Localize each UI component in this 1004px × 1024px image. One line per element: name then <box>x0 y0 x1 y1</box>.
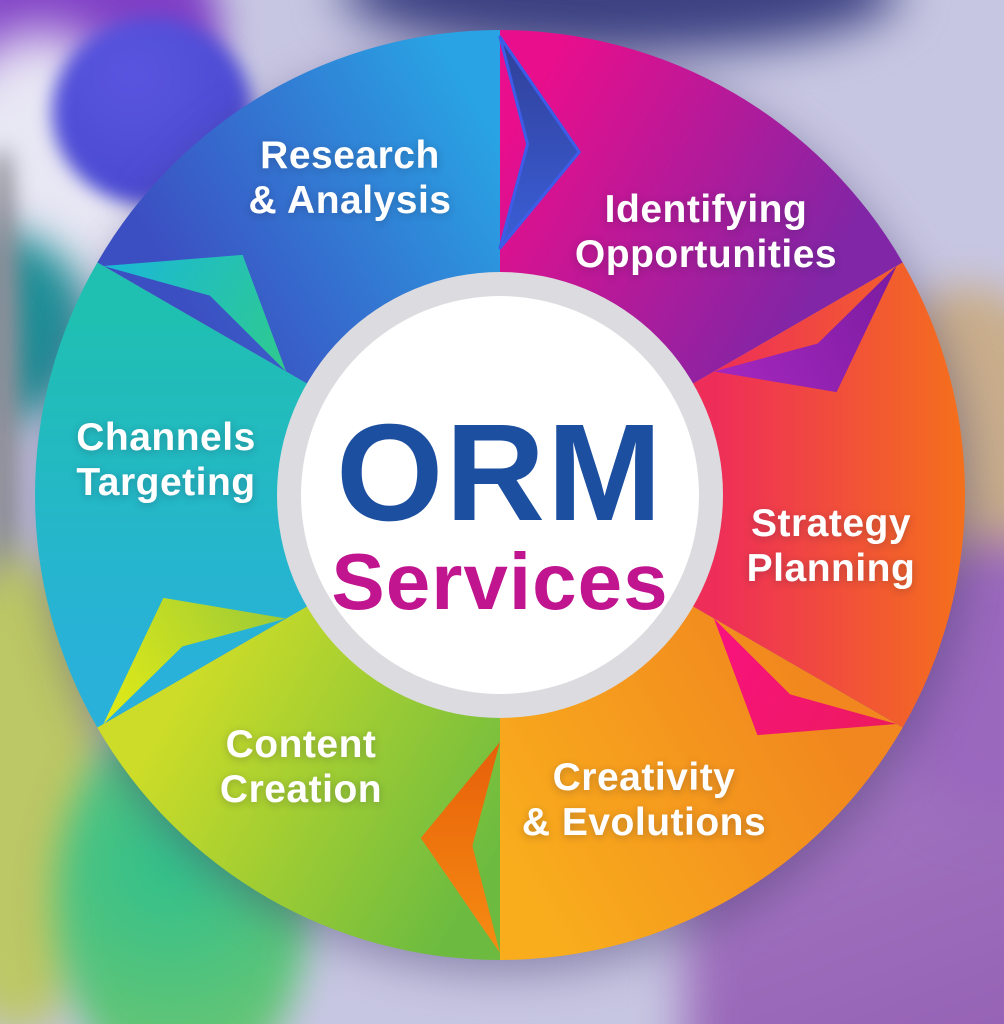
segment-label-channels-targeting: Channels Targeting <box>76 415 256 505</box>
segment-channels-targeting <box>35 262 501 728</box>
segment-label-creativity-evolutions: Creativity & Evolutions <box>522 755 766 845</box>
segment-label-content-creation: Content Creation <box>220 722 382 812</box>
label-line: Opportunities <box>574 233 838 276</box>
label-line: Creation <box>219 768 383 811</box>
segment-label-research-analysis: Research & Analysis <box>249 133 452 223</box>
center-disc <box>301 296 699 694</box>
arrow-identifying-to-strategy <box>713 266 897 393</box>
center-title: ORM <box>336 396 664 550</box>
label-line: Research <box>260 133 440 177</box>
center-subtitle: Services <box>331 537 669 626</box>
arrow-channels-to-research <box>103 254 287 372</box>
segment-label-identifying-opportunities: Identifying Opportunities <box>575 187 837 277</box>
arrow-content-to-channels <box>103 597 287 724</box>
arrow-research-to-identifying <box>498 35 581 250</box>
label-line: Identifying <box>604 187 808 231</box>
label-line: Planning <box>746 547 916 590</box>
label-line: Creativity <box>552 755 736 799</box>
label-line: & Analysis <box>248 179 452 222</box>
label-line: Content <box>225 722 377 766</box>
label-line: & Evolutions <box>521 801 767 844</box>
label-line: Targeting <box>76 461 256 504</box>
arrow-strategy-to-creativity <box>713 618 897 736</box>
label-line: Strategy <box>750 501 912 545</box>
arrow-creativity-to-content <box>420 742 500 953</box>
segment-strategy-planning <box>500 262 965 728</box>
label-line: Channels <box>76 415 256 459</box>
segment-label-strategy-planning: Strategy Planning <box>747 501 916 591</box>
